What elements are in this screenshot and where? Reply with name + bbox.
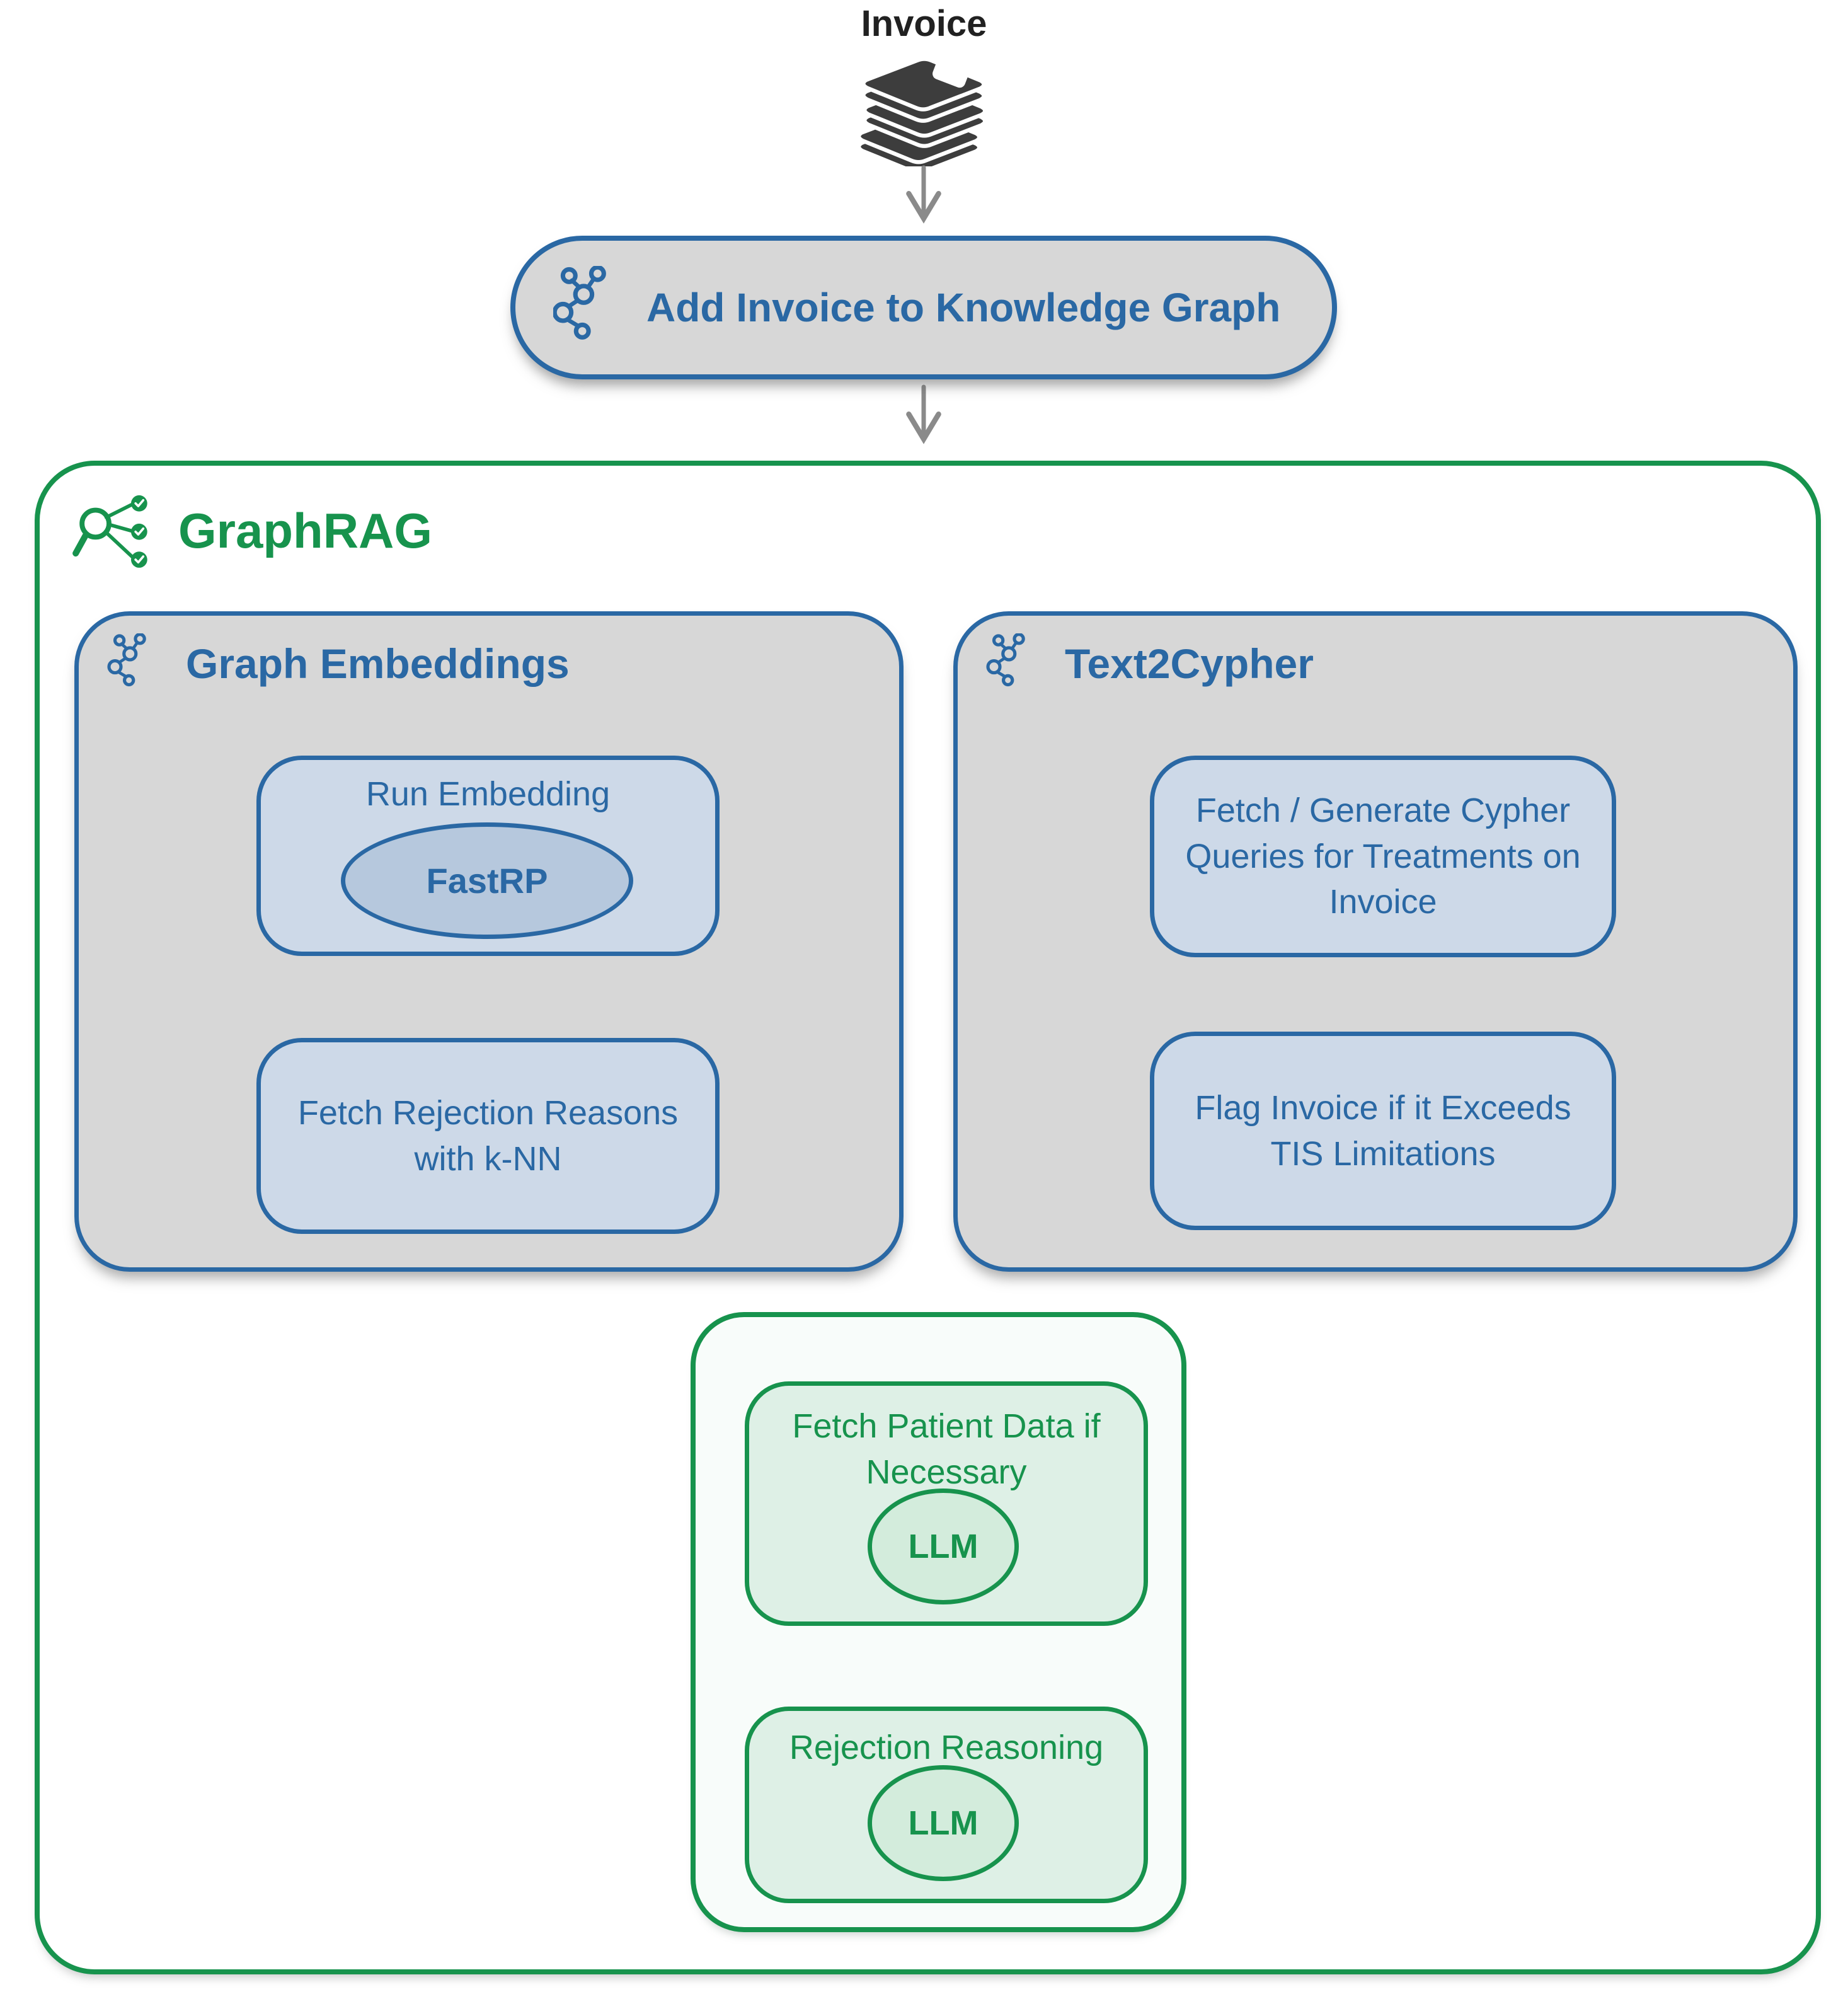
fetch-patient-box: Fetch Patient Data if Necessary: [745, 1381, 1148, 1626]
invoice-label: Invoice: [861, 3, 987, 44]
llm-ellipse-fetch-patient: LLM: [868, 1489, 1019, 1604]
graph-embeddings-title: Graph Embeddings: [186, 640, 570, 687]
fetch-generate-label: Fetch / Generate Cypher Queries for Trea…: [1185, 791, 1581, 921]
graph-search-check-icon: [72, 495, 147, 568]
graph-embeddings-panel: Graph Embeddings Run Embedding FastRP Fe…: [74, 611, 904, 1272]
add-invoice-label: Add Invoice to Knowledge Graph: [646, 285, 1281, 330]
graph-embeddings-header: Graph Embeddings: [101, 633, 570, 693]
rejection-reasoning-label: Rejection Reasoning: [789, 1729, 1104, 1766]
graphrag-container: GraphRAG Graph Embeddings Run Embedding: [35, 461, 1821, 1974]
graph-nodes-icon: [553, 266, 606, 340]
llm-label: LLM: [908, 1528, 979, 1565]
books-stack-icon: [856, 57, 987, 166]
fetch-patient-label: Fetch Patient Data if Necessary: [792, 1407, 1101, 1491]
flag-invoice-label: Flag Invoice if it Exceeds TIS Limitatio…: [1195, 1088, 1571, 1173]
fetch-rejection-label: Fetch Rejection Reasons with k-NN: [297, 1093, 679, 1178]
text2cypher-panel: Text2Cypher Fetch / Generate Cypher Quer…: [953, 611, 1798, 1272]
graph-nodes-icon: [986, 633, 1025, 687]
text2cypher-title: Text2Cypher: [1065, 640, 1314, 687]
llm-reasoning-section: Fetch Patient Data if Necessary LLM Reje…: [691, 1312, 1186, 1932]
graph-nodes-icon: [107, 633, 146, 687]
fastrp-ellipse: FastRP: [341, 822, 633, 939]
run-embedding-label: Run Embedding: [365, 775, 611, 813]
llm-label: LLM: [908, 1804, 979, 1842]
graphrag-header: GraphRAG: [71, 490, 432, 572]
fetch-rejection-box: Fetch Rejection Reasons with k-NN: [256, 1038, 720, 1234]
llm-ellipse-rejection: LLM: [868, 1765, 1019, 1881]
flag-invoice-box: Flag Invoice if it Exceeds TIS Limitatio…: [1150, 1032, 1616, 1230]
graphrag-title: GraphRAG: [178, 502, 433, 558]
fetch-generate-box: Fetch / Generate Cypher Queries for Trea…: [1150, 756, 1616, 957]
fastrp-label: FastRP: [426, 861, 548, 901]
add-invoice-step: Add Invoice to Knowledge Graph: [510, 236, 1337, 379]
text2cypher-header: Text2Cypher: [980, 633, 1314, 693]
